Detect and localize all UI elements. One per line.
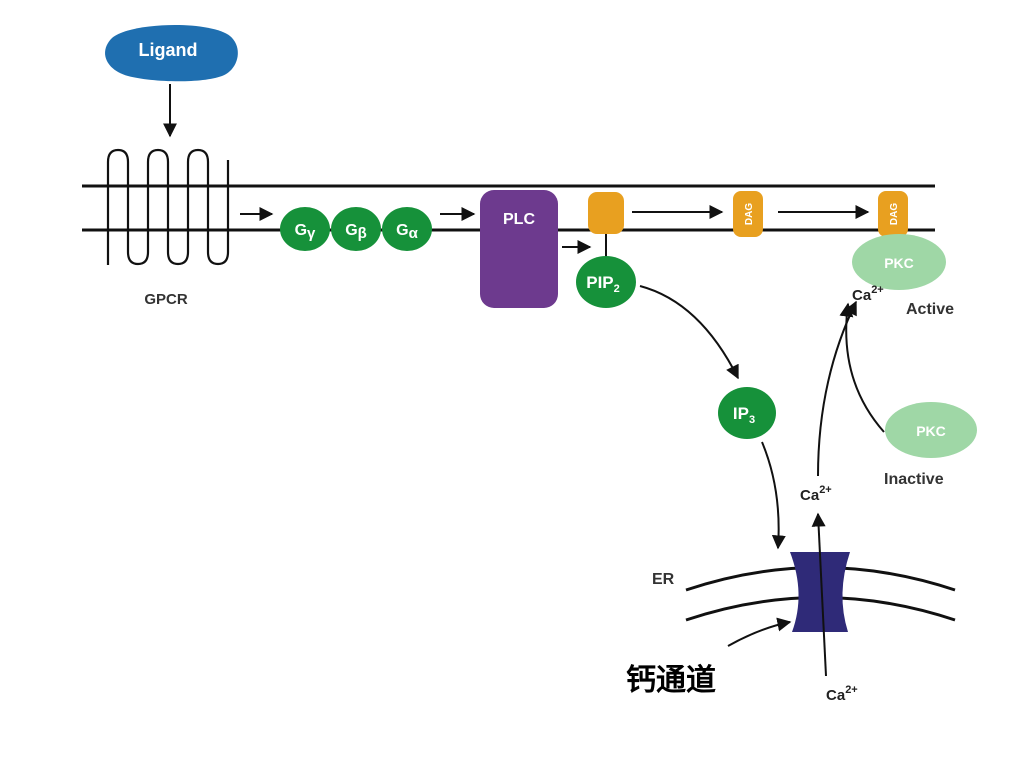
gpcr-receptor [106,148,230,266]
active-label: Active [906,301,954,318]
ca-bottom-label: Ca2+ [826,684,858,704]
pkc-active [852,234,946,290]
pkc-active-label: PKC [884,255,914,271]
g-gamma-subunit: Gγ [280,207,330,251]
caption-pointer-arrow [727,617,792,647]
ca-to-pkc-arrow [817,300,857,477]
pkc-inactive [885,402,977,458]
dag-2-label: DAG [889,203,900,225]
gpcr-label: GPCR [144,291,188,308]
pkc-activation-arrow [839,302,885,433]
ip3-to-channel-arrow [761,441,786,550]
dag-2 [878,191,908,237]
svg-text:Gα: Gα [396,222,418,242]
g-alpha-subunit: Gα [382,207,432,251]
ca-flow-arrow [811,512,827,677]
ca-top-label: Ca2+ [852,284,884,304]
ligand-shape [105,24,238,82]
er-label: ER [652,571,675,588]
ca-mid-label: Ca2+ [800,484,832,504]
calcium-channel [790,552,850,632]
svg-text:Gβ: Gβ [345,222,367,242]
ligand-label: Ligand [139,40,198,60]
plc-enzyme [480,190,558,308]
pip2-molecule [576,256,636,308]
plc-label: PLC [503,211,535,228]
channel-caption: 钙通道 [626,663,716,698]
pip2-label: PIP2 [586,273,620,295]
membrane-lipid-orange [588,192,624,234]
dag-1 [733,191,763,237]
ip3-molecule [718,387,776,439]
pip2-to-ip3-arrow [639,285,739,380]
ip3-label: IP3 [733,404,755,426]
g-beta-subunit: Gβ [331,207,381,251]
svg-text:Gγ: Gγ [295,222,316,242]
inactive-label: Inactive [884,471,944,488]
dag-1-label: DAG [744,203,755,225]
pkc-inactive-label: PKC [916,423,946,439]
